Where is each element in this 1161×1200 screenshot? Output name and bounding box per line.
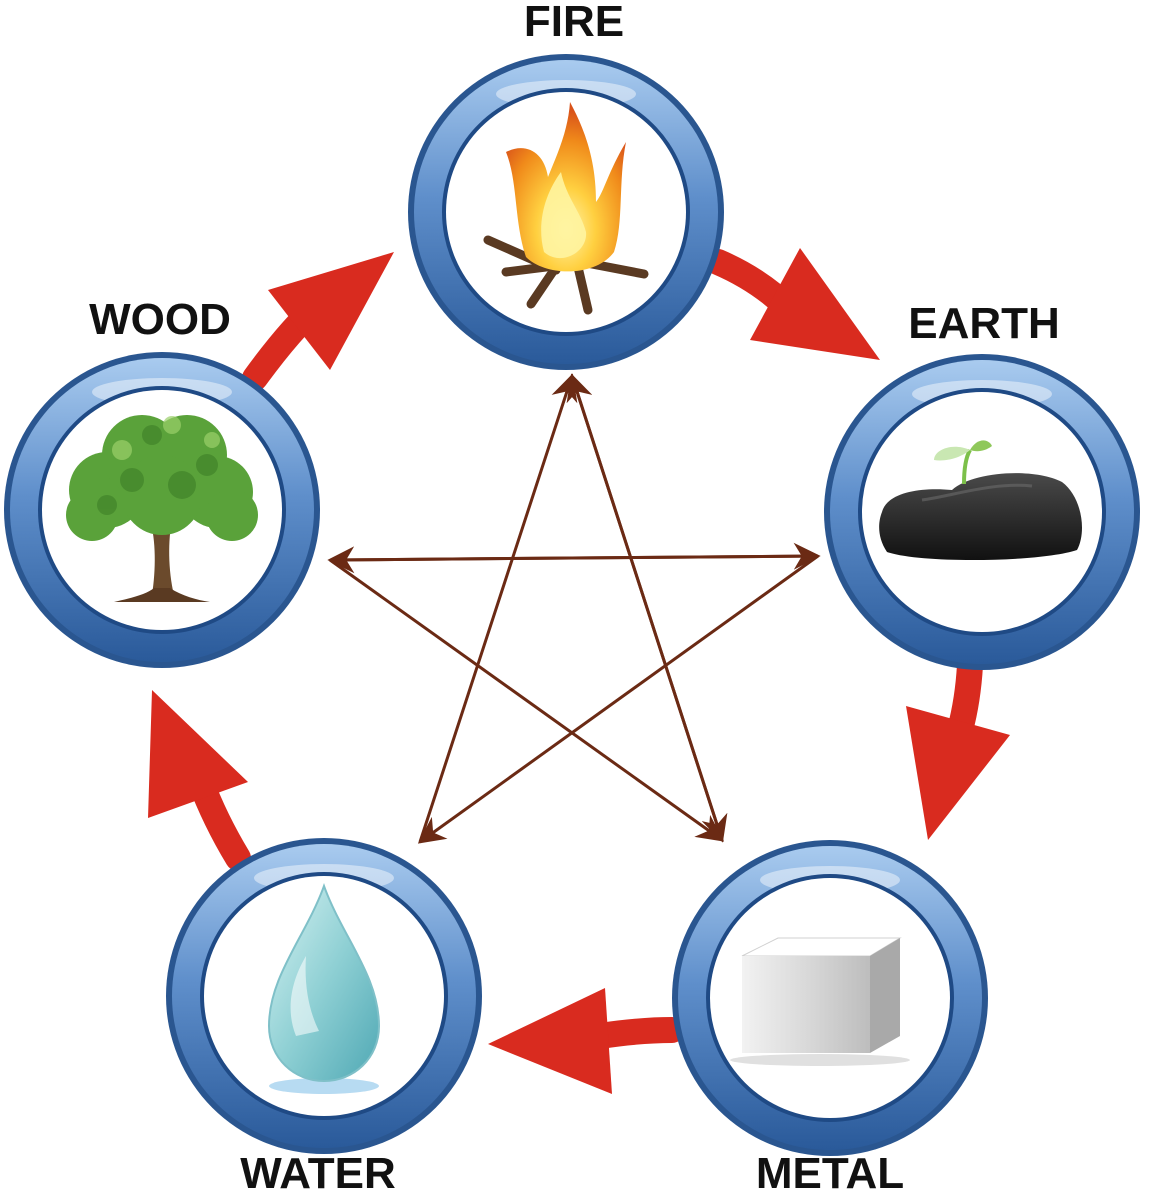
cycle-arrow-fire-to-earth: [705, 248, 880, 360]
star-arrow-earth-to-wood: [327, 546, 819, 574]
cycle-arrow-earth-to-metal: [906, 652, 1010, 840]
earth-icon: [879, 440, 1082, 561]
wood-icon: [66, 415, 258, 602]
star-arrow-metal-to-water: [420, 840, 722, 842]
star-arrow-water-to-fire: [418, 373, 578, 843]
cycle-arrows: [148, 248, 1010, 1094]
wood-label: WOOD: [89, 295, 231, 344]
pentagram-arrows: [327, 373, 821, 844]
star-arrow-earth-to-water: [417, 554, 819, 844]
fire-icon: [483, 102, 649, 315]
metal-icon: [730, 937, 910, 1066]
earth-label: EARTH: [908, 299, 1060, 348]
cycle-arrow-metal-to-water: [488, 988, 685, 1094]
star-arrow-fire-to-metal: [570, 375, 728, 843]
cycle-arrow-water-to-wood: [148, 690, 251, 871]
star-arrow-wood-to-metal: [329, 558, 725, 842]
fire-label: FIRE: [524, 0, 624, 46]
metal-label: METAL: [756, 1149, 904, 1198]
cycle-arrow-wood-to-fire: [242, 252, 394, 391]
water-label: WATER: [240, 1149, 396, 1198]
water-icon: [267, 883, 381, 1094]
